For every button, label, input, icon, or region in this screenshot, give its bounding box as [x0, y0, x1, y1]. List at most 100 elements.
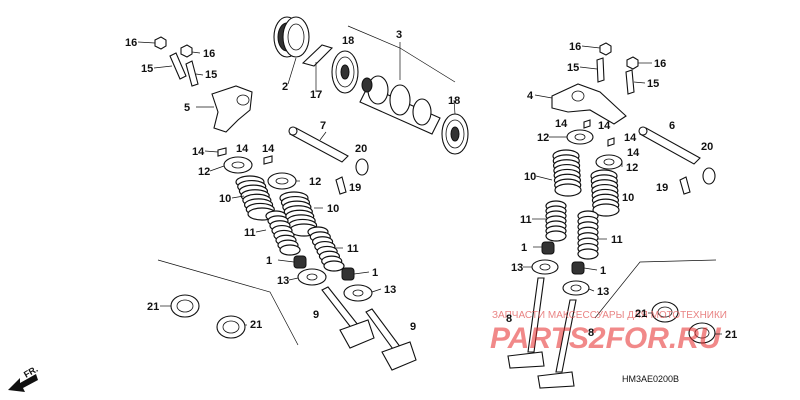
callout-label: 2 — [282, 81, 288, 93]
valve-cotter — [583, 119, 591, 129]
cam-sprocket-ring — [273, 16, 310, 58]
callout-label: 11 — [611, 234, 623, 246]
valve-spring-inner — [265, 210, 301, 256]
valve-cotter — [217, 147, 227, 157]
rocker-arm — [551, 83, 627, 125]
valve-spring-retainer — [566, 129, 623, 170]
cam-retaining-clip — [301, 44, 334, 67]
callout-label: 8 — [588, 327, 594, 339]
spring-coil — [577, 248, 599, 260]
callout-label: 17 — [310, 89, 322, 101]
callout-label: 6 — [669, 120, 675, 132]
callout-label: 20 — [701, 141, 713, 153]
callout-label: 12 — [309, 176, 321, 188]
callout-label: 21 — [635, 308, 647, 320]
lock-nut — [599, 42, 639, 70]
camshaft-bearing-upper — [331, 50, 359, 94]
callout-label: 14 — [236, 143, 249, 155]
callout-label: 12 — [626, 162, 638, 174]
callout-label: 15 — [567, 62, 579, 74]
dowel-pin — [679, 176, 691, 195]
callout-label: 7 — [320, 120, 326, 132]
valve-spring-seat — [297, 268, 373, 302]
rocker-arm — [211, 85, 253, 133]
callout-label: 1 — [372, 267, 378, 279]
callout-label: 11 — [347, 243, 359, 255]
callout-label: 11 — [520, 214, 532, 226]
callout-label: 10 — [524, 171, 536, 183]
callout-label: 13 — [384, 284, 396, 296]
callout-label: 13 — [511, 262, 523, 274]
spring-coil — [592, 203, 620, 217]
callout-label: 21 — [725, 329, 737, 341]
callout-label: 16 — [569, 41, 581, 53]
o-ring-seal — [651, 301, 716, 344]
callout-label: 14 — [262, 143, 275, 155]
callout-label: 14 — [624, 132, 637, 144]
callout-label: 10 — [622, 192, 634, 204]
callout-label: 15 — [647, 78, 659, 90]
callout-label: 4 — [527, 90, 534, 102]
adjusting-screw — [169, 52, 199, 87]
callout-label: 21 — [250, 319, 262, 331]
watermark-tagline: ЗАПЧАСТИ МАКСЕССУАРЫ ДЛЯ МОТОТЕХНИКИ — [492, 310, 727, 321]
valve-spring-seat — [531, 259, 590, 296]
watermark-logo: PARTS2FOR.RU — [490, 322, 722, 355]
callout-label: 1 — [521, 242, 527, 254]
valve-spring-outer — [590, 169, 620, 217]
spring-coil — [554, 183, 582, 197]
lock-nut — [154, 36, 193, 58]
callout-label: 18 — [342, 35, 354, 47]
callout-label: 15 — [205, 69, 217, 81]
callout-label: 14 — [598, 120, 611, 132]
spring-coil — [545, 230, 567, 242]
valve-spring-inner — [307, 226, 345, 272]
valve-spring-outer — [235, 175, 277, 221]
leader-lines — [137, 41, 722, 335]
o-ring-seal — [170, 294, 246, 339]
callout-label: 9 — [313, 309, 319, 321]
callout-label: 3 — [396, 29, 402, 41]
rocker-arm-shaft — [288, 126, 349, 163]
spring-coil — [323, 260, 345, 272]
valve-spring-outer — [552, 149, 582, 197]
callout-label: 14 — [192, 146, 205, 158]
camshaft — [359, 75, 441, 135]
callout-label: 12 — [198, 166, 210, 178]
rocker-arm-shaft — [638, 126, 701, 165]
valve-cotter — [607, 137, 615, 147]
dowel-pin — [335, 176, 347, 195]
valve-spring-retainer — [223, 156, 297, 190]
callout-label: 16 — [654, 58, 666, 70]
callout-label: 8 — [506, 313, 512, 325]
callout-label: 16 — [125, 37, 137, 49]
valve-stem-seal — [293, 255, 355, 281]
valve-spring-inner — [545, 200, 567, 242]
callout-label: 20 — [355, 143, 367, 155]
callout-label: 13 — [277, 275, 289, 287]
callout-label: 14 — [555, 118, 568, 130]
spring-coil — [279, 244, 301, 256]
valve-spring-inner — [577, 210, 599, 260]
callout-label: 13 — [597, 286, 609, 298]
callout-labels: 16 16 15 15 5 2 17 18 3 18 7 14 14 14 20… — [125, 29, 737, 341]
callout-label: 10 — [327, 203, 339, 215]
callout-label: 1 — [600, 265, 606, 277]
camshaft-bearing-lower — [441, 113, 469, 155]
callout-label: 19 — [349, 182, 361, 194]
o-ring — [702, 167, 716, 185]
callout-label: 1 — [266, 255, 272, 267]
callout-label: 16 — [203, 48, 215, 60]
valve-cotter — [263, 155, 273, 165]
callout-label: 11 — [244, 227, 256, 239]
o-ring — [355, 158, 369, 176]
callout-label: 10 — [219, 193, 231, 205]
adjusting-screw — [596, 57, 635, 95]
callout-label: 12 — [537, 132, 549, 144]
callout-label: 19 — [656, 182, 668, 194]
callout-label: 14 — [627, 147, 640, 159]
valve — [507, 277, 577, 389]
callout-label: 9 — [410, 321, 416, 333]
